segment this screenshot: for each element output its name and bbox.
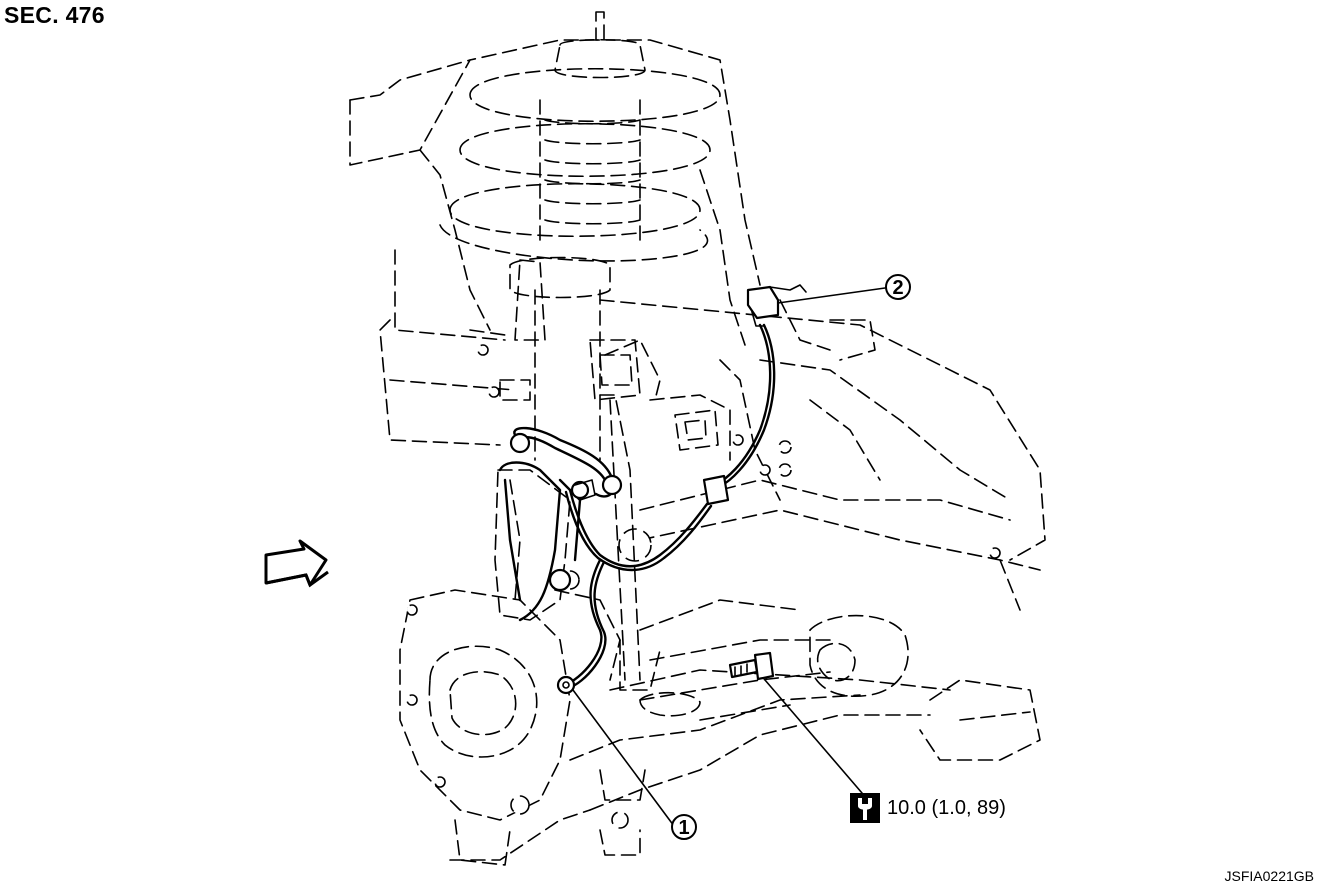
callout-2-number: 2 (892, 277, 903, 299)
callout-2: 2 (885, 274, 911, 300)
steering-knuckle (498, 461, 596, 622)
callout-1: 1 (671, 814, 697, 840)
torque-spec: 10.0 (1.0, 89) (849, 792, 1006, 824)
figure-code: JSFIA0221GB (1224, 868, 1315, 884)
section-title: SEC. 476 (4, 2, 105, 28)
coil-spring-strut (439, 11, 721, 681)
sensor-harness (509, 284, 807, 695)
body-phantom-outline (349, 39, 1046, 866)
leader-lines (572, 287, 886, 827)
callout-1-number: 1 (678, 817, 689, 839)
torque-wrench-icon (850, 793, 880, 823)
torque-value: 10.0 (1.0, 89) (887, 796, 1006, 819)
mounting-bolt (728, 651, 775, 681)
lower-arm (639, 671, 831, 721)
front-direction-arrow-icon (264, 539, 329, 588)
